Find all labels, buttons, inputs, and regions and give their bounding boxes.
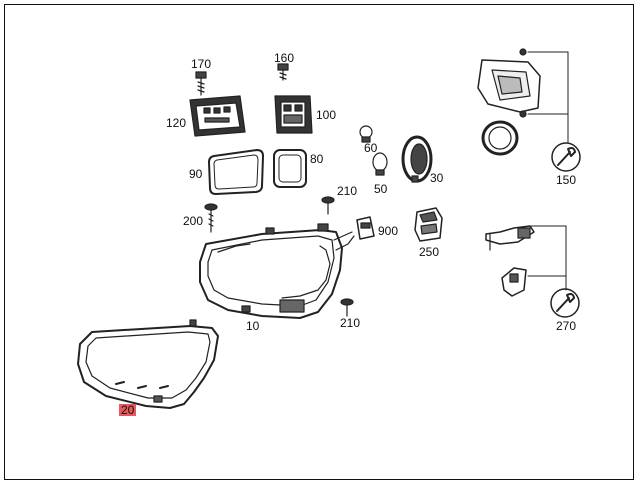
part-label-30[interactable]: 30 <box>430 171 444 185</box>
group-bracket-bottom <box>527 225 567 291</box>
part-label-250[interactable]: 250 <box>419 245 440 259</box>
screw-210-top-icon[interactable] <box>321 196 335 215</box>
headlamp-10-icon[interactable] <box>199 223 355 319</box>
part-label-210-bottom[interactable]: 210 <box>340 316 361 330</box>
gasket-80-icon[interactable] <box>273 149 307 188</box>
screw-170-icon[interactable] <box>195 71 207 96</box>
part-label-90[interactable]: 90 <box>189 167 203 181</box>
group-bracket-top <box>527 51 569 143</box>
control-unit-120-icon[interactable] <box>189 95 246 137</box>
housing-cap-250-icon[interactable] <box>414 207 443 242</box>
adjuster-module-icon[interactable] <box>477 48 541 156</box>
part-label-270[interactable]: 270 <box>556 319 577 333</box>
bulb-50-icon[interactable] <box>372 152 388 176</box>
part-label-900[interactable]: 900 <box>378 224 399 238</box>
part-label-160[interactable]: 160 <box>274 51 295 65</box>
wrench-150-icon[interactable] <box>551 142 581 172</box>
bulb-60-icon[interactable] <box>359 125 373 143</box>
wrench-270-icon[interactable] <box>550 288 580 318</box>
cap-30-icon[interactable] <box>401 135 433 183</box>
part-label-20[interactable]: 20 <box>119 403 137 417</box>
part-label-100[interactable]: 100 <box>316 108 337 122</box>
part-label-170[interactable]: 170 <box>191 57 212 71</box>
screw-200-icon[interactable] <box>204 203 218 233</box>
diagram-border <box>4 4 634 480</box>
screw-160-icon[interactable] <box>277 63 289 81</box>
part-label-120[interactable]: 120 <box>166 116 187 130</box>
part-label-210-top[interactable]: 210 <box>337 184 358 198</box>
screw-210-bottom-icon[interactable] <box>340 298 354 317</box>
part-label-10[interactable]: 10 <box>246 319 260 333</box>
gasket-90-icon[interactable] <box>208 149 264 195</box>
lens-20-icon[interactable] <box>77 319 219 409</box>
connector-900-icon[interactable] <box>356 216 375 240</box>
part-label-80[interactable]: 80 <box>310 152 324 166</box>
control-unit-100-icon[interactable] <box>274 95 313 134</box>
part-label-60[interactable]: 60 <box>364 141 378 155</box>
part-label-50[interactable]: 50 <box>374 182 388 196</box>
part-label-150[interactable]: 150 <box>556 173 577 187</box>
adjuster-parts-icon[interactable] <box>485 225 535 297</box>
part-label-200[interactable]: 200 <box>183 214 204 228</box>
